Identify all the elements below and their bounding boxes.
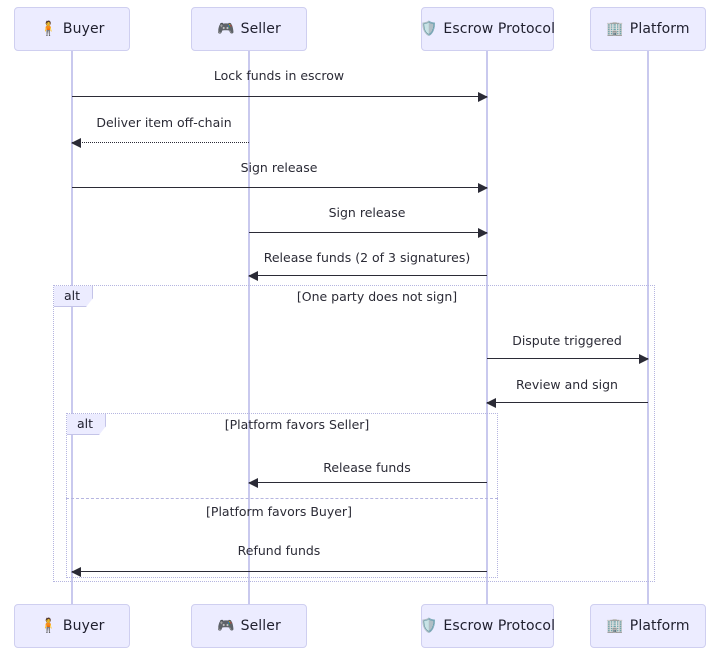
arrowhead-right [478,182,488,193]
message-m7 [486,397,648,408]
message-label: Review and sign [516,377,618,392]
lifeline-buyer [71,51,73,604]
fragment-label-inner-alt: alt [67,414,107,435]
message-m9 [71,566,487,577]
message-label: Deliver item off-chain [96,115,232,130]
arrowhead-left [71,566,81,577]
arrowhead-left [71,137,81,148]
fragment-condition: [Platform favors Buyer] [206,504,352,519]
message-label: Release funds (2 of 3 signatures) [263,250,471,265]
participant-label: Platform [629,618,690,634]
participant-box-buyer-top[interactable]: 🧍 Buyer [14,7,130,51]
participant-label: Buyer [62,21,105,37]
fragment-outer-alt [53,285,655,582]
arrowhead-left [486,397,496,408]
arrowhead-left [248,270,258,281]
message-label: Dispute triggered [512,333,622,348]
message-label: Refund funds [237,543,321,558]
arrowhead-right [478,91,488,102]
message-label: Sign release [328,205,406,220]
participant-box-platform-bottom[interactable]: 🏢 Platform [590,604,706,648]
arrowhead-right [639,353,649,364]
participant-box-seller-top[interactable]: 🎮 Seller [191,7,307,51]
participant-label: Escrow Protocol [443,618,556,634]
message-m5 [248,270,487,281]
message-m1 [72,91,488,102]
arrowhead-left [248,477,258,488]
shield-icon: 🛡️ [419,618,438,634]
message-m3 [72,182,488,193]
message-m4 [249,227,488,238]
message-label: Release funds [323,460,411,475]
game-controller-icon: 🎮 [217,21,235,37]
fragment-condition: [Platform favors Seller] [224,417,370,432]
participant-label: Platform [629,21,690,37]
fragment-condition: [One party does not sign] [296,289,458,304]
message-m6 [487,353,649,364]
participant-box-escrow-bottom[interactable]: 🛡️ Escrow Protocol [419,604,556,648]
lifeline-platform [647,51,649,604]
building-icon: 🏢 [606,618,624,634]
person-icon: 🧍 [39,618,57,634]
participant-box-buyer-bottom[interactable]: 🧍 Buyer [14,604,130,648]
building-icon: 🏢 [606,21,624,37]
game-controller-icon: 🎮 [217,618,235,634]
participant-box-escrow-top[interactable]: 🛡️ Escrow Protocol [419,7,556,51]
message-m8 [248,477,487,488]
participant-label: Escrow Protocol [443,21,556,37]
shield-icon: 🛡️ [419,21,438,37]
lifeline-escrow [486,51,488,604]
participant-label: Seller [240,618,281,634]
message-m2 [71,137,249,148]
message-label: Lock funds in escrow [213,68,345,83]
person-icon: 🧍 [39,21,57,37]
participant-label: Buyer [62,618,105,634]
participant-box-seller-bottom[interactable]: 🎮 Seller [191,604,307,648]
participant-box-platform-top[interactable]: 🏢 Platform [590,7,706,51]
participant-label: Seller [240,21,281,37]
fragment-inner-alt [66,413,498,578]
fragment-divider [66,498,498,499]
lifeline-seller [248,51,250,604]
message-label: Sign release [240,160,318,175]
fragment-label-outer-alt: alt [54,286,94,307]
arrowhead-right [478,227,488,238]
